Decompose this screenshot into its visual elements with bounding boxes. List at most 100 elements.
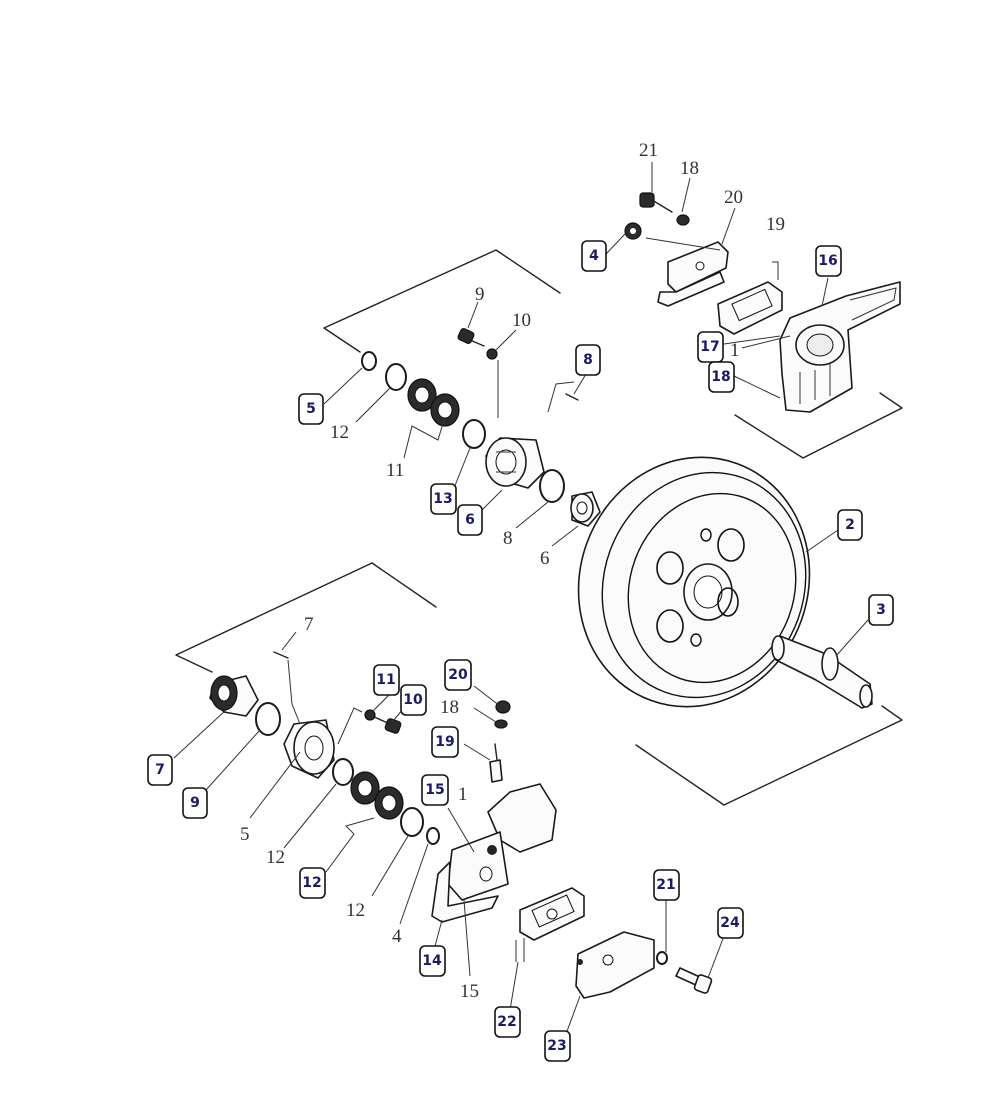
plain-label-1-lower: 1: [458, 784, 468, 805]
ring-part-12-lower-b: [400, 807, 424, 837]
svg-text:19: 19: [435, 734, 454, 750]
plain-label-1-top: 1: [730, 340, 740, 361]
cover-plate-part-20: [645, 237, 729, 307]
callout-24: 24: [717, 907, 744, 939]
guide-part-14: [431, 861, 499, 923]
cover-plate-part-23: [575, 931, 655, 999]
svg-text:2: 2: [845, 517, 855, 533]
shim-part-19-upper: [717, 261, 783, 335]
ring-part-9-lower: [255, 702, 281, 736]
leader-lines: [173, 162, 869, 1035]
svg-text:16: 16: [818, 253, 837, 269]
callout-19-lower: 19: [431, 726, 459, 758]
support-bracket-part-16: [779, 281, 901, 413]
plain-label-11: 11: [386, 460, 404, 481]
bearing-part-11-upper: [407, 378, 460, 427]
callout-8: 8: [575, 344, 601, 376]
svg-text:15: 15: [425, 782, 444, 798]
shaft-part-3: [771, 635, 873, 709]
group-bracket-upper-right: [734, 392, 903, 459]
washer-part-11-lower: [364, 709, 376, 721]
callout-7: 7: [147, 754, 173, 786]
washer-part-10-upper: [486, 348, 498, 360]
callout-5: 5: [298, 393, 324, 425]
plain-label-15: 15: [460, 981, 479, 1002]
plain-labels: 21 18 20 19 1 9 10 12 11 8 6 7 18 1 5 12…: [240, 140, 785, 1002]
bolt-part-24: [675, 967, 713, 994]
plain-label-20: 20: [724, 187, 743, 208]
svg-text:17: 17: [700, 339, 719, 355]
plain-label-18-top: 18: [680, 158, 699, 179]
svg-text:21: 21: [656, 877, 675, 893]
svg-text:8: 8: [583, 352, 593, 368]
callout-14: 14: [419, 945, 446, 977]
svg-text:23: 23: [547, 1038, 566, 1054]
svg-text:6: 6: [465, 512, 475, 528]
svg-text:4: 4: [589, 248, 599, 264]
plain-label-5: 5: [240, 824, 250, 845]
collar-part-6-lower: [570, 491, 601, 527]
svg-text:18: 18: [711, 369, 730, 385]
ring-part-8: [539, 469, 565, 503]
callout-16: 16: [815, 245, 842, 277]
svg-text:12: 12: [302, 875, 321, 891]
plain-label-7: 7: [304, 614, 314, 635]
svg-text:7: 7: [155, 762, 165, 778]
collar-part-7: [209, 675, 259, 717]
plain-label-4: 4: [392, 926, 402, 947]
svg-text:20: 20: [448, 667, 468, 683]
plain-label-21: 21: [639, 140, 658, 161]
plain-label-9: 9: [475, 284, 485, 305]
shim-part-22: [515, 887, 585, 962]
nut-part-4: [624, 222, 642, 240]
callout-11: 11: [373, 664, 400, 696]
callout-13: 13: [430, 483, 457, 515]
svg-text:11: 11: [376, 672, 395, 688]
callout-22: 22: [494, 1006, 521, 1038]
plain-label-12-upper: 12: [330, 422, 349, 443]
callout-20-lower: 20: [444, 659, 472, 691]
callout-23: 23: [544, 1030, 571, 1062]
group-bracket-lower-left: [175, 562, 437, 673]
bolt-part-10-lower: [371, 715, 402, 734]
housing-part-5-lower: [283, 719, 335, 779]
ring-part-4-lower: [426, 827, 440, 845]
idler-wheel-part-2: [577, 456, 811, 708]
washer-part-18-upper: [676, 214, 690, 226]
ring-part-5-upper: [361, 351, 377, 371]
plain-label-10: 10: [512, 310, 531, 331]
bolt-part-9-upper: [457, 327, 485, 347]
svg-text:22: 22: [497, 1014, 516, 1030]
svg-text:24: 24: [720, 915, 740, 931]
group-bracket-upper-left: [323, 249, 561, 353]
callout-18-upper: 18: [708, 361, 735, 393]
svg-text:13: 13: [433, 491, 452, 507]
callout-4: 4: [581, 240, 607, 272]
housing-part-6-upper: [485, 437, 545, 489]
svg-text:3: 3: [876, 602, 886, 618]
svg-text:14: 14: [422, 953, 442, 969]
plain-label-6: 6: [540, 548, 550, 569]
bolt-part-21-upper: [639, 192, 673, 213]
ring-part-13: [462, 419, 486, 449]
svg-text:9: 9: [190, 795, 200, 811]
callout-3: 3: [868, 594, 894, 626]
pin-part-8-upper: [565, 393, 579, 401]
pin-part-7: [273, 651, 289, 659]
callout-9: 9: [182, 787, 208, 819]
callout-2: 2: [837, 509, 863, 541]
svg-text:10: 10: [403, 692, 423, 708]
washer-part-21-lower: [656, 951, 668, 965]
plain-label-8: 8: [503, 528, 513, 549]
callout-17: 17: [697, 331, 724, 363]
washer-part-18-lower: [494, 719, 508, 729]
plain-label-12-lower-b: 12: [346, 900, 365, 921]
ring-part-12-upper: [385, 363, 407, 391]
group-bracket-lower-right: [635, 705, 903, 806]
callout-6: 6: [457, 504, 483, 536]
plain-label-12-lower-a: 12: [266, 847, 285, 868]
plain-label-18-lower: 18: [440, 697, 459, 718]
bearing-part-12-lower: [350, 771, 404, 820]
svg-text:5: 5: [306, 401, 316, 417]
